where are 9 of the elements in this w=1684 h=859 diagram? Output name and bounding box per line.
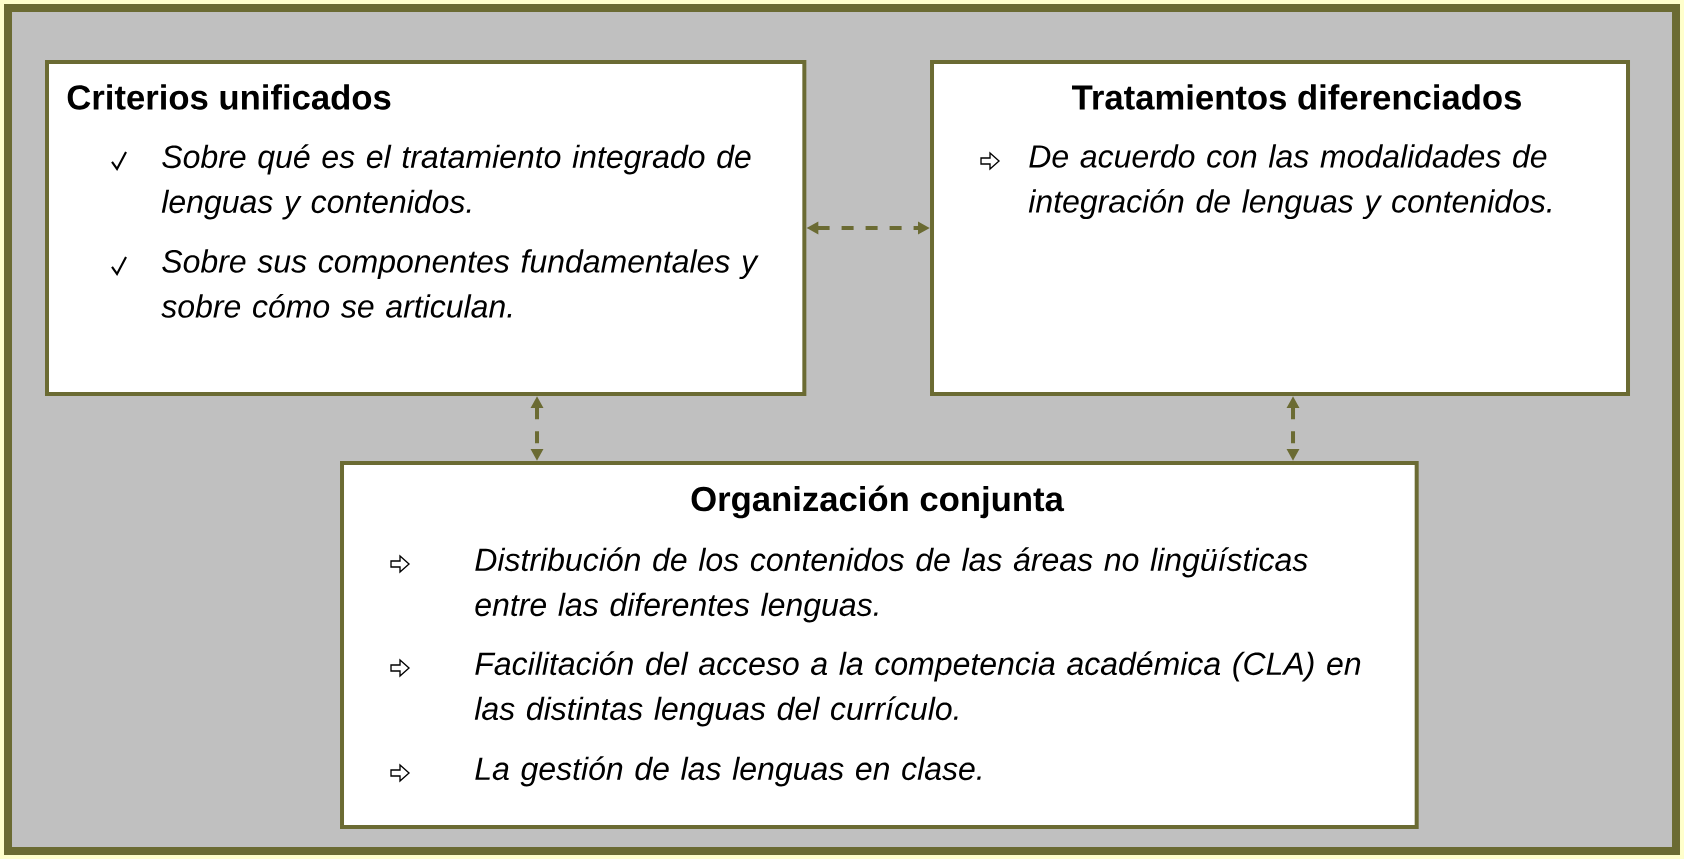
box-heading: Organización conjunta xyxy=(691,485,1065,519)
bullet-text: La gestión de las lenguas en clase. xyxy=(475,756,981,787)
bullet-text: Sobre sus componentes fundamentales y sobre cómo se articulan. xyxy=(161,249,759,318)
box-heading: Tratamientos diferenciados xyxy=(1072,84,1521,110)
bullet-text: Distribución de los contenidos de las áreas no lingüísticas entre las diferentes lenguas. xyxy=(475,547,1308,623)
bullet-text: Facilitación del acceso a la competencia académica (CLA) en las distintas lenguas del currículo. xyxy=(474,651,1361,727)
box-heading: Criterios unificados xyxy=(67,84,391,110)
bullet-text: Sobre qué es el tratamiento integrado de lenguas y contenidos. xyxy=(161,144,751,220)
bullet-text: De acuerdo con las modalidades de integración de lenguas y contenidos. xyxy=(1028,144,1551,220)
